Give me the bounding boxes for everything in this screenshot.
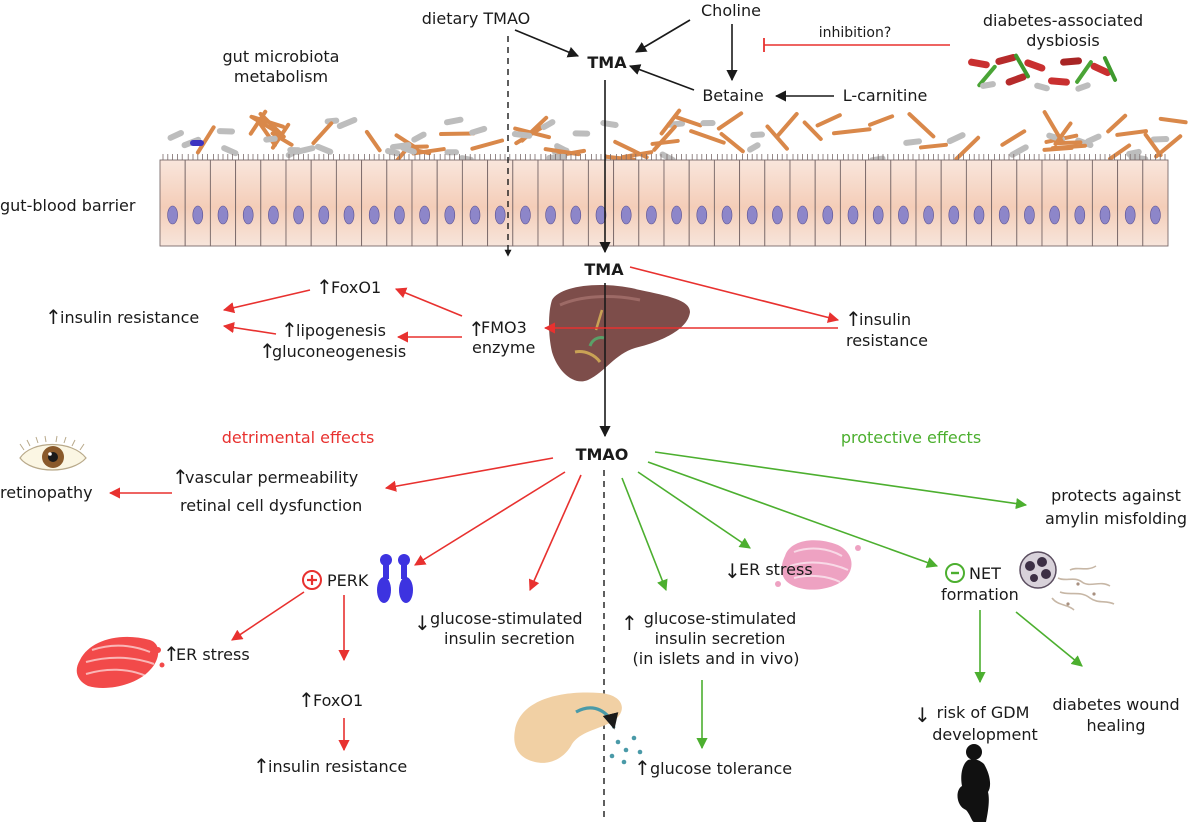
er-stress-prot-down-icon: ↓	[724, 559, 741, 583]
detrimental-header: detrimental effects	[222, 428, 375, 447]
foxo1-det-up-icon: ↑	[298, 688, 315, 712]
dietary-tmao-label: dietary TMAO	[422, 9, 531, 28]
tmao-label: TMAO	[576, 445, 629, 464]
amylin-line1: protects against	[1051, 486, 1181, 505]
tma-top-label: TMA	[587, 53, 627, 72]
gsis-prot-line3: (in islets and in vivo)	[633, 649, 800, 668]
er-stress-det-label: ER stress	[176, 645, 250, 664]
foxo1-liver-label: FoxO1	[331, 278, 381, 297]
gluconeogenesis-label: gluconeogenesis	[272, 342, 406, 361]
retinopathy-label: retinopathy	[0, 483, 93, 502]
epithelial-cells-icon	[159, 154, 1169, 247]
wound-line1: diabetes wound	[1052, 695, 1179, 714]
ir-left-label: insulin resistance	[60, 308, 199, 327]
arrow-foxo1-to-ir	[222, 289, 311, 314]
arrow-tmao-to-er-prot	[637, 471, 751, 549]
arrow-fmo3-to-foxo1	[394, 287, 463, 317]
gdm-line2: development	[932, 725, 1038, 744]
microbiota-line1: gut microbiota	[223, 47, 340, 66]
gsis-prot-line2: insulin secretion	[655, 629, 786, 648]
gsis-prot-up-icon: ↑	[621, 611, 638, 635]
gsis-det-line1: glucose-stimulated	[430, 609, 583, 628]
plus-circle-icon	[302, 570, 322, 590]
endoplasmic-reticulum-prot-icon	[775, 540, 861, 590]
arrow-tmao-to-gsis-prot	[621, 477, 668, 592]
arrow-tmao-to-gsis	[528, 474, 582, 592]
ir-left-up-icon: ↑	[45, 305, 62, 329]
liver-icon	[549, 285, 690, 382]
ir-det-up-icon: ↑	[253, 754, 270, 778]
vascular-label: vascular permeability	[185, 468, 358, 487]
fmo3-line1: FMO3	[481, 318, 527, 337]
arrow-tmao-to-net	[647, 461, 939, 568]
betaine-label: Betaine	[702, 86, 763, 105]
glucose-tolerance-label: glucose tolerance	[650, 759, 792, 778]
gsis-det-down-icon: ↓	[414, 611, 431, 635]
lipogenesis-label: lipogenesis	[296, 321, 386, 340]
tma-blood-label: TMA	[584, 260, 624, 279]
barrier-label: gut-blood barrier	[0, 196, 136, 215]
gut-bacteria-icon	[167, 108, 1188, 164]
er-stress-prot-label: ER stress	[739, 560, 813, 579]
gluconeogenesis-up-icon: ↑	[259, 339, 276, 363]
minus-circle-icon	[945, 563, 965, 583]
dysbiosis-line2: dysbiosis	[1026, 31, 1099, 50]
protective-header: protective effects	[841, 428, 981, 447]
arrow-tmao-to-amylin	[654, 451, 1028, 510]
ir-right-line1: insulin	[859, 310, 911, 329]
dysbiosis-bacteria-icon	[968, 53, 1118, 92]
arrow-betaine-to-tma	[628, 64, 695, 91]
lipogenesis-up-icon: ↑	[281, 318, 298, 342]
neutrophil-icon	[1019, 551, 1115, 611]
gdm-down-icon: ↓	[914, 703, 931, 727]
net-line1: NET	[969, 564, 1001, 583]
choline-label: Choline	[701, 1, 761, 20]
foxo1-det-label: FoxO1	[313, 691, 363, 710]
pregnant-woman-icon	[957, 744, 991, 822]
inhibition-label: inhibition?	[819, 25, 892, 41]
arrow-net-to-wound	[1015, 611, 1083, 667]
ir-det-label: insulin resistance	[268, 757, 407, 776]
arrow-tmao-to-perk	[414, 471, 566, 566]
gsis-prot-line1: glucose-stimulated	[644, 609, 797, 628]
er-stress-det-up-icon: ↑	[163, 642, 180, 666]
fmo3-up-icon: ↑	[468, 317, 485, 341]
net-line2: formation	[941, 585, 1019, 604]
vascular-up-icon: ↑	[172, 465, 189, 489]
gsis-det-line2: insulin secretion	[444, 629, 575, 648]
retinal-label: retinal cell dysfunction	[180, 496, 362, 515]
gdm-line1: risk of GDM	[937, 703, 1030, 722]
perk-receptor-icon	[377, 554, 413, 603]
dysbiosis-line1: diabetes-associated	[983, 11, 1143, 30]
foxo1-up-icon: ↑	[316, 275, 333, 299]
fmo3-line2: enzyme	[472, 338, 535, 357]
arrow-tmao-to-vascular	[384, 457, 554, 492]
arrow-lipogenesis-to-ir	[222, 321, 277, 335]
glucose-tolerance-up-icon: ↑	[634, 756, 651, 780]
arrow-choline-to-tma	[635, 19, 691, 53]
microbiota-line2: metabolism	[234, 67, 328, 86]
arrow-dietary-to-tma	[514, 29, 580, 58]
pancreas-icon	[514, 692, 643, 765]
l-carnitine-label: L-carnitine	[843, 86, 928, 105]
perk-label: PERK	[327, 571, 369, 590]
arrow-tma-to-ir	[629, 266, 840, 323]
amylin-line2: amylin misfolding	[1045, 509, 1187, 528]
eye-icon	[19, 435, 87, 471]
wound-line2: healing	[1087, 716, 1146, 735]
ir-right-up-icon: ↑	[845, 307, 862, 331]
arrow-perk-to-er	[231, 591, 305, 641]
ir-right-line2: resistance	[846, 331, 928, 350]
endoplasmic-reticulum-icon	[76, 636, 165, 689]
